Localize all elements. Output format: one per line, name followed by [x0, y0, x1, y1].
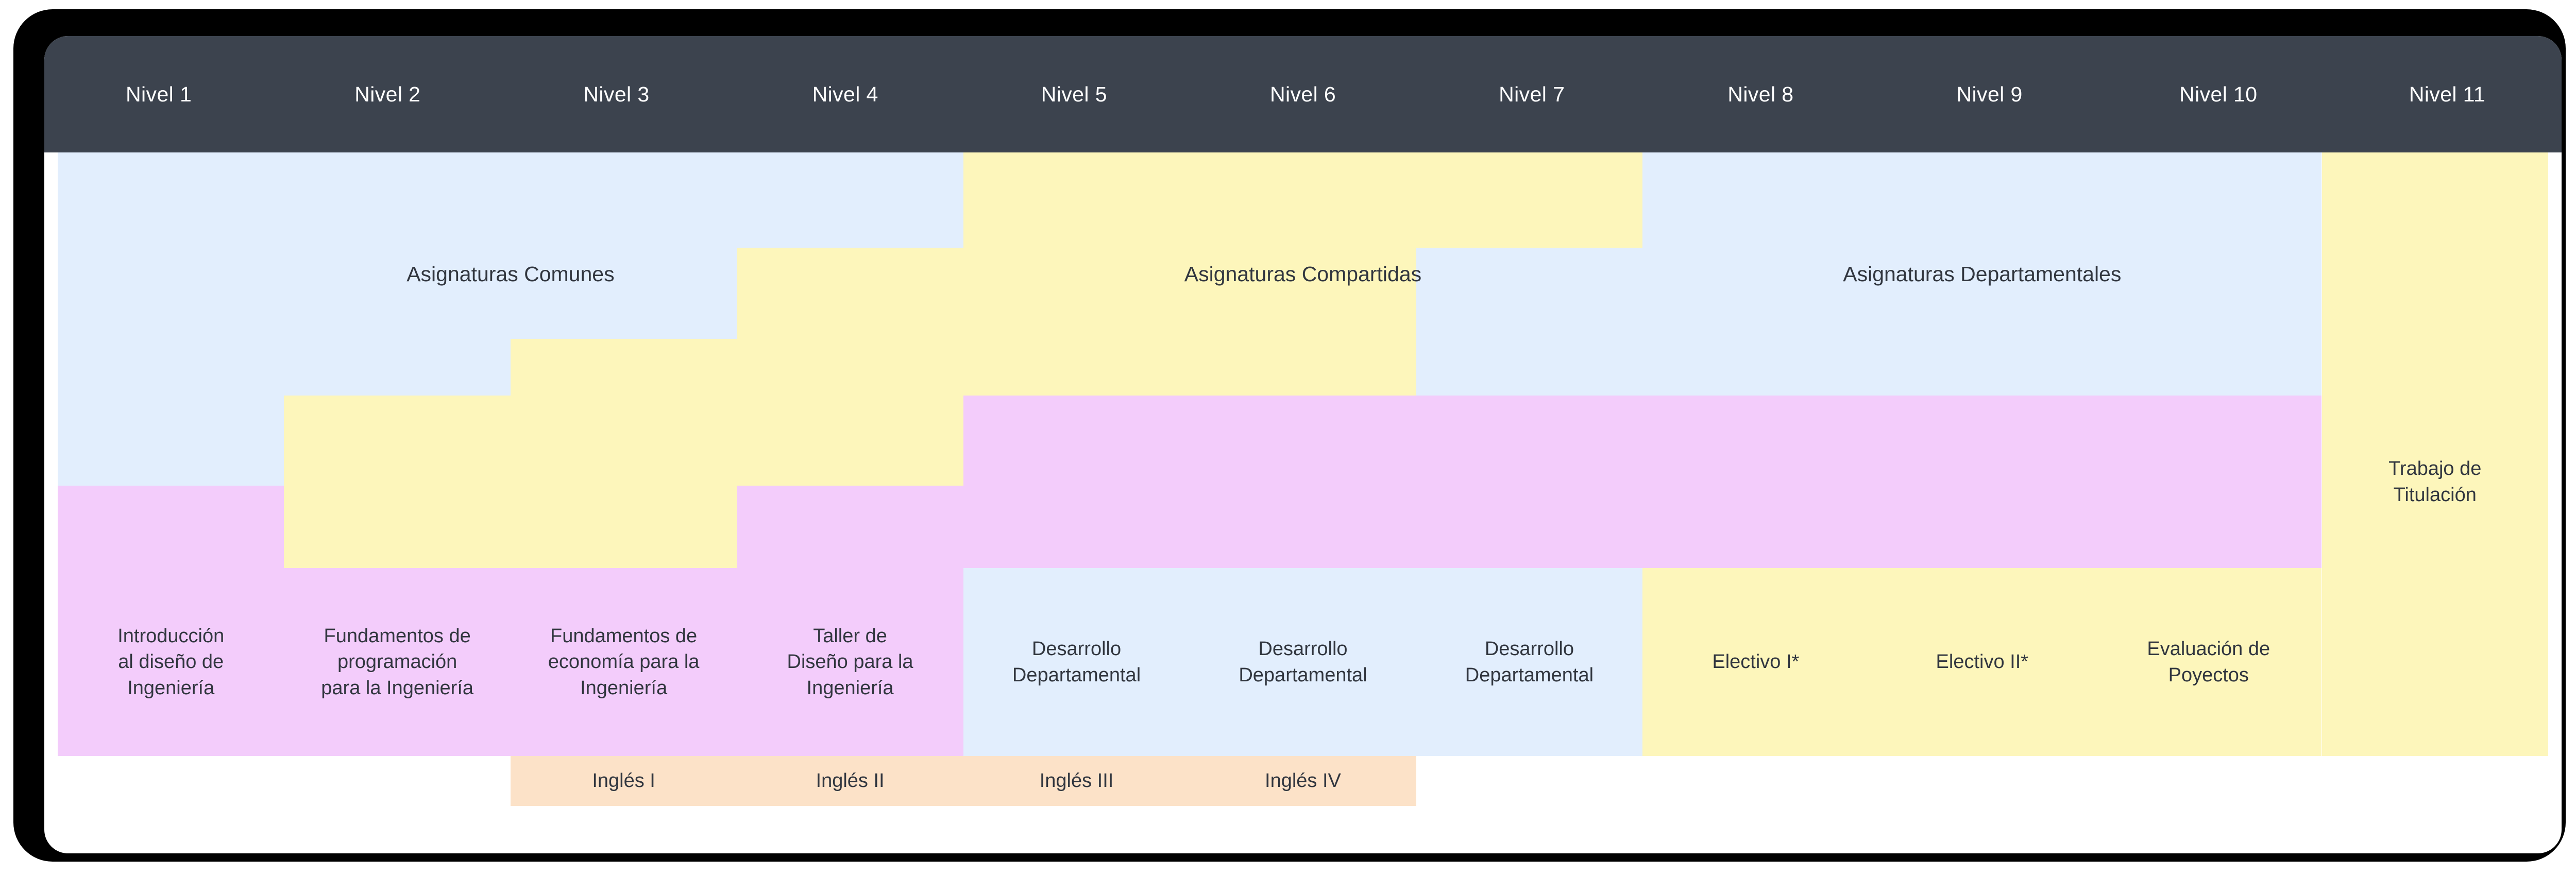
band-course[interactable]	[2095, 568, 2322, 756]
level-header-6[interactable]: Nivel 6	[1189, 36, 1417, 152]
band-course[interactable]	[1869, 568, 2096, 756]
band-course[interactable]	[1642, 568, 1869, 756]
level-header-8[interactable]: Nivel 8	[1646, 36, 1875, 152]
band-comunes[interactable]	[737, 152, 963, 248]
level-header-2[interactable]: Nivel 2	[273, 36, 502, 152]
level-column-6	[1190, 152, 1416, 853]
band-departamental[interactable]	[1416, 396, 1643, 568]
level-header-1[interactable]: Nivel 1	[44, 36, 273, 152]
band-departamental[interactable]	[1869, 396, 2096, 568]
band-departamentales[interactable]	[1869, 152, 2096, 396]
level-column-10	[2095, 152, 2322, 853]
levels-header-row: Nivel 1 Nivel 2 Nivel 3 Nivel 4 Nivel 5 …	[44, 36, 2562, 152]
band-departamental[interactable]	[1642, 396, 1869, 568]
curriculum-card: Nivel 1 Nivel 2 Nivel 3 Nivel 4 Nivel 5 …	[44, 36, 2562, 853]
level-column-4	[737, 152, 963, 853]
level-header-10[interactable]: Nivel 10	[2104, 36, 2333, 152]
band-departamentales[interactable]	[1642, 152, 1869, 396]
band-comunes[interactable]	[284, 152, 511, 396]
level-header-label: Nivel 2	[354, 82, 421, 106]
band-ingles[interactable]	[737, 756, 963, 806]
band-compartidas[interactable]	[1416, 152, 1643, 248]
band-departamental[interactable]	[963, 396, 1190, 568]
band-comunes[interactable]	[510, 152, 737, 339]
level-header-9[interactable]: Nivel 9	[1875, 36, 2104, 152]
level-header-3[interactable]: Nivel 3	[502, 36, 731, 152]
level-header-label: Nivel 3	[583, 82, 650, 106]
band-ingles[interactable]	[510, 756, 737, 806]
level-column-3	[510, 152, 737, 853]
band-compartidas[interactable]	[1190, 152, 1416, 396]
band-departamental[interactable]	[1190, 396, 1416, 568]
band-titulacion[interactable]	[2321, 152, 2548, 756]
level-header-label: Nivel 1	[126, 82, 192, 106]
band-course[interactable]	[510, 568, 737, 756]
level-header-label: Nivel 9	[1956, 82, 2023, 106]
level-column-8	[1642, 152, 1869, 853]
level-header-label: Nivel 6	[1269, 82, 1336, 106]
level-column-1	[58, 152, 284, 853]
band-compartidas[interactable]	[510, 339, 737, 568]
band-compartidas[interactable]	[284, 396, 511, 568]
band-ingles[interactable]	[963, 756, 1190, 806]
band-comunes[interactable]	[58, 152, 284, 486]
level-header-label: Nivel 10	[2179, 82, 2258, 106]
level-column-11	[2321, 152, 2548, 853]
band-course[interactable]	[1190, 568, 1416, 756]
level-header-label: Nivel 4	[812, 82, 878, 106]
level-header-label: Nivel 11	[2409, 82, 2486, 106]
band-course[interactable]	[1416, 568, 1643, 756]
level-header-11[interactable]: Nivel 11	[2333, 36, 2562, 152]
band-compartidas[interactable]	[963, 152, 1190, 396]
band-ingles[interactable]	[1190, 756, 1416, 806]
band-departamental[interactable]	[2095, 396, 2322, 568]
level-header-label: Nivel 5	[1041, 82, 1107, 106]
curriculum-grid: Asignaturas Comunes Asignaturas Comparti…	[58, 152, 2548, 853]
band-course[interactable]	[963, 568, 1190, 756]
band-course[interactable]	[284, 568, 511, 756]
band-departamentales[interactable]	[1416, 248, 1643, 396]
level-header-4[interactable]: Nivel 4	[731, 36, 960, 152]
level-header-label: Nivel 8	[1727, 82, 1794, 106]
level-header-5[interactable]: Nivel 5	[960, 36, 1189, 152]
band-departamentales[interactable]	[2095, 152, 2322, 396]
level-header-7[interactable]: Nivel 7	[1417, 36, 1646, 152]
level-column-9	[1869, 152, 2096, 853]
level-column-7	[1416, 152, 1643, 853]
band-course[interactable]	[58, 486, 284, 756]
level-header-label: Nivel 7	[1499, 82, 1565, 106]
level-column-2	[284, 152, 511, 853]
device-frame: Nivel 1 Nivel 2 Nivel 3 Nivel 4 Nivel 5 …	[13, 9, 2566, 862]
level-column-5	[963, 152, 1190, 853]
band-compartidas[interactable]	[737, 248, 963, 486]
band-course[interactable]	[737, 486, 963, 756]
